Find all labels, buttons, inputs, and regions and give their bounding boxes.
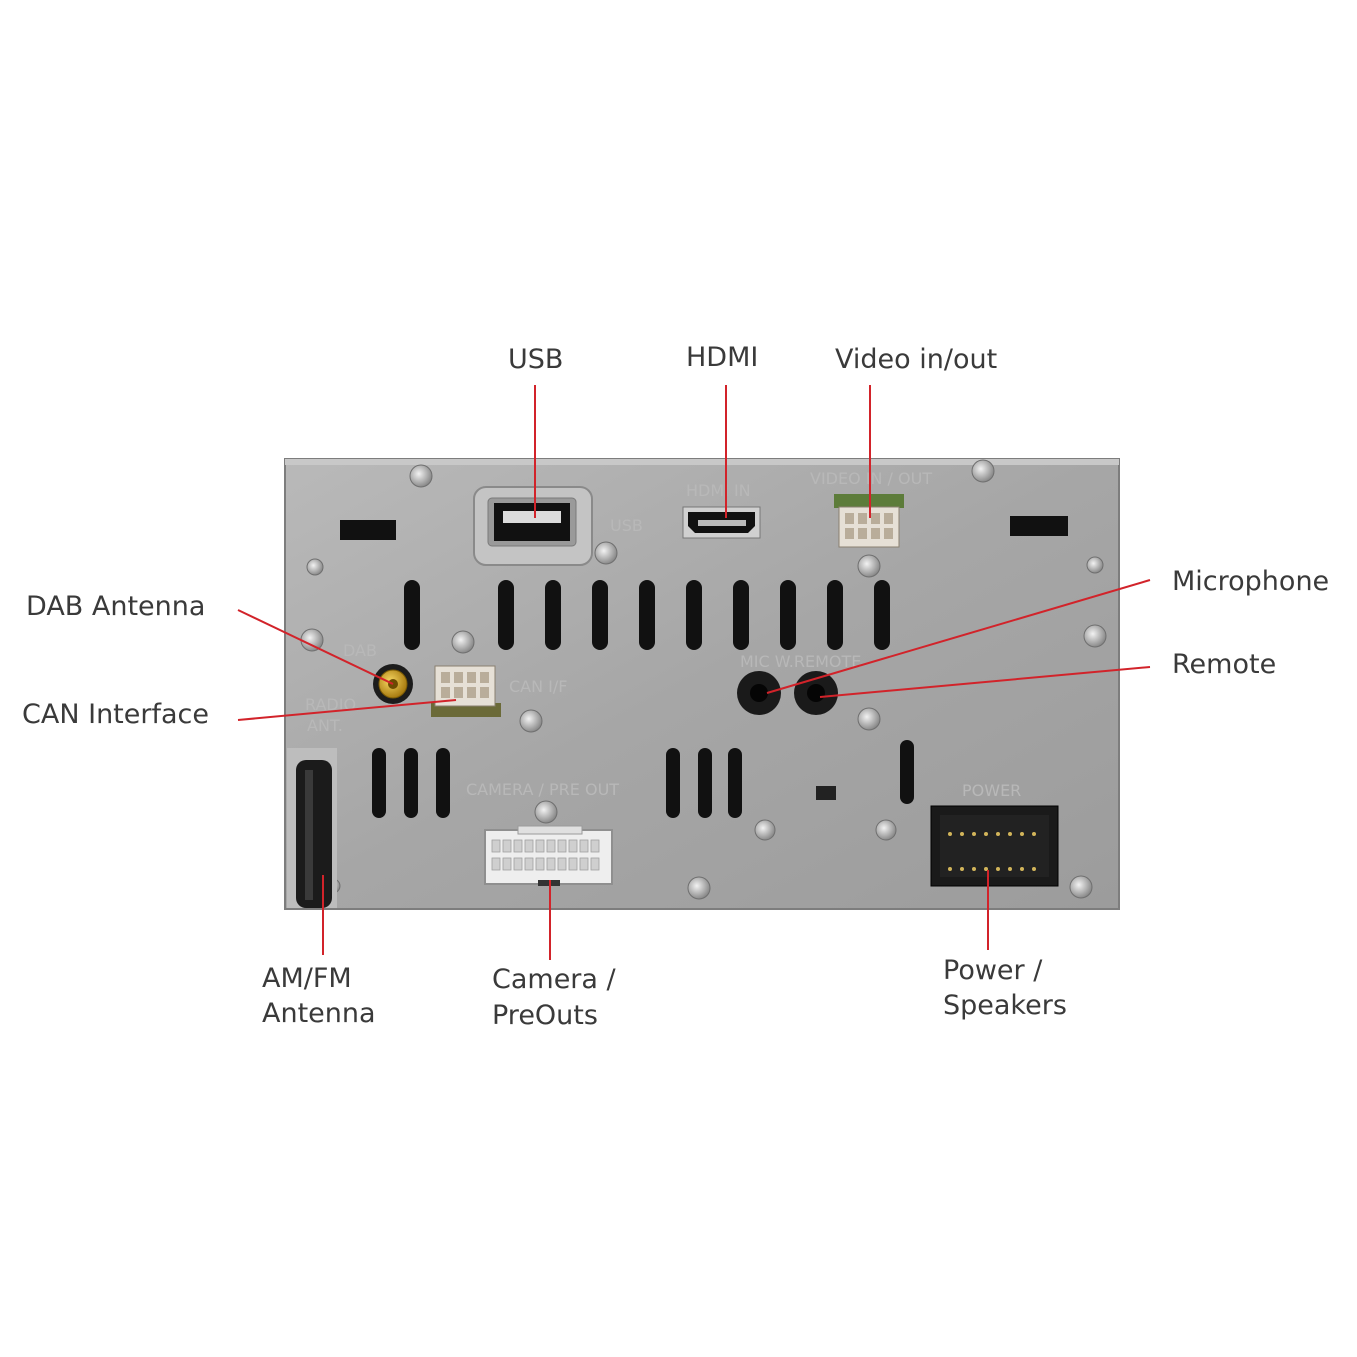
label-am-fm-line2: Antenna (262, 998, 376, 1029)
label-dab-antenna: DAB Antenna (26, 591, 205, 622)
can-interface-connector (431, 665, 501, 717)
label-can-interface: CAN Interface (22, 699, 209, 730)
dab-marking: DAB (343, 641, 377, 660)
label-camera-line1: Camera / (492, 964, 617, 995)
leader-remote (819, 666, 1151, 698)
label-power-line1: Power / (943, 955, 1043, 986)
label-hdmi: HDMI (686, 342, 758, 373)
am-fm-antenna-cable (287, 748, 337, 908)
leader-lines (237, 385, 1151, 960)
label-camera-line2: PreOuts (492, 1000, 598, 1031)
power-speakers-connector (930, 805, 1059, 887)
leader-dab (237, 609, 394, 685)
usb-port (473, 486, 593, 566)
mic-remote-marking: MIC W.REMOTE (740, 652, 861, 671)
hdmi-port (682, 506, 761, 539)
label-usb: USB (508, 344, 563, 375)
leader-can (237, 699, 457, 721)
camera-preout-connector (484, 825, 613, 886)
mount-slot-right (1010, 516, 1068, 536)
vent-slots-top (404, 580, 890, 650)
microphone-jack (737, 671, 781, 715)
label-power-line2: Speakers (943, 990, 1067, 1021)
radio-ant-marking-line2: ANT. (307, 716, 343, 735)
label-video-in-out: Video in/out (835, 344, 997, 375)
leader-microphone (766, 579, 1151, 694)
can-if-marking: CAN I/F (509, 677, 567, 696)
video-in-out-marking: VIDEO IN / OUT (810, 469, 932, 488)
label-microphone: Microphone (1172, 566, 1329, 597)
label-remote: Remote (1172, 649, 1276, 680)
camera-preout-marking: CAMERA / PRE OUT (466, 780, 619, 799)
hdmi-in-marking: HDMI IN (686, 481, 751, 500)
usb-marking: USB (610, 516, 643, 535)
radio-ant-marking-line1: RADIO (305, 695, 356, 714)
vent-slots-bottom (372, 740, 914, 818)
mount-slot-left (340, 520, 396, 540)
power-marking: POWER (962, 781, 1021, 800)
label-am-fm-line1: AM/FM (262, 963, 352, 994)
